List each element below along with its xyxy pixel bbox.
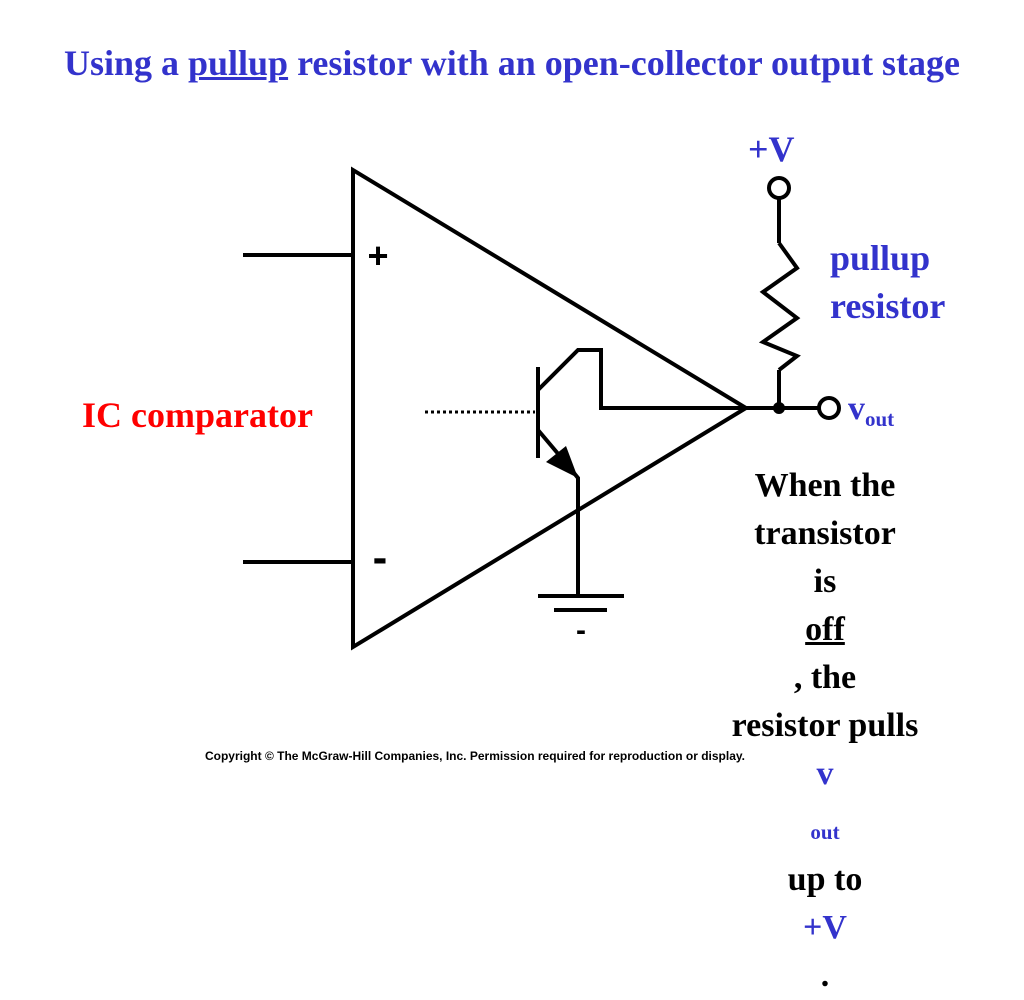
comparator-triangle [351, 166, 750, 651]
ic-comparator-label: IC comparator [82, 395, 313, 435]
vout-label: vout [848, 390, 894, 432]
explanation-text: When the transistor is off , the resistor… [690, 462, 960, 1000]
transistor-collector-wire [536, 348, 746, 410]
explanation-line-4: resistor pulls [731, 707, 919, 744]
pullup-label-line1: pullup [830, 238, 931, 278]
emitter-arrow [546, 446, 578, 478]
pullup-resistor-label: pullup resistor [830, 234, 945, 330]
explanation-line-3-start: is [813, 563, 837, 600]
output-junction-dot [773, 402, 785, 414]
plus-input-sign: + [367, 235, 388, 276]
vplus-label: +V [748, 129, 795, 169]
pullup-label-line2: resistor [830, 286, 946, 326]
explanation-line-3: is off , the [690, 558, 960, 702]
title-prefix: Using a [63, 43, 188, 83]
explanation-vout-subscript: out [810, 820, 840, 844]
vout-label-subscript: out [865, 407, 895, 431]
circuit-diagram: + - - [243, 166, 841, 651]
emitter-to-ground-wire [563, 460, 580, 596]
ground-minus-sign: - [576, 614, 586, 647]
minus-input-sign: - [373, 533, 388, 582]
slide-title: Using a pullup resistor with an open-col… [0, 42, 1024, 84]
title-pullup-word: pullup [187, 43, 289, 83]
explanation-period: . [820, 957, 830, 994]
explanation-line-3-end: , the [793, 659, 857, 696]
vout-terminal [817, 396, 841, 420]
explanation-line-1: When the [754, 467, 896, 504]
explanation-up-to: up to [787, 861, 863, 898]
copyright-notice: Copyright © The McGraw-Hill Companies, I… [204, 749, 746, 763]
title-suffix: resistor with an open-collector output s… [288, 43, 961, 83]
pullup-resistor-zigzag [758, 241, 801, 372]
explanation-vplus: +V [803, 909, 847, 946]
explanation-line-2: transistor [754, 515, 896, 552]
vout-label-base: v [848, 390, 865, 427]
vplus-terminal [767, 176, 791, 200]
explanation-off-word: off [805, 611, 845, 648]
